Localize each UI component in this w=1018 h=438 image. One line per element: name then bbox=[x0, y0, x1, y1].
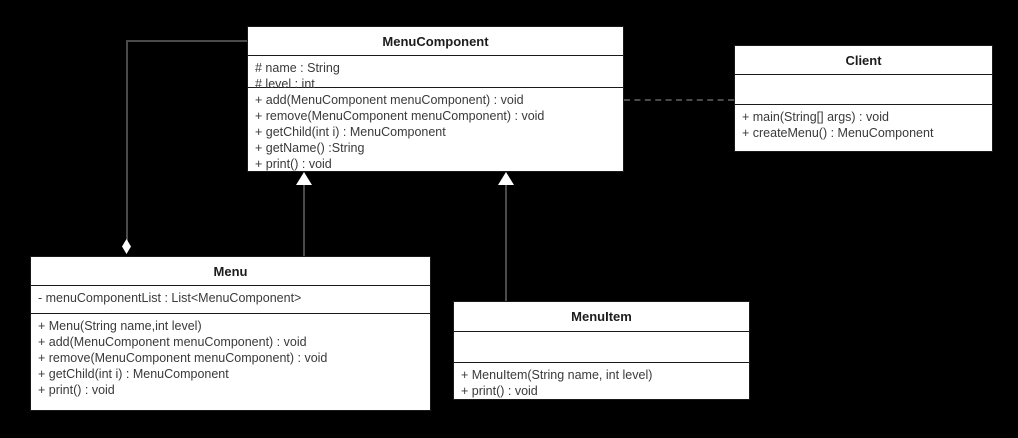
operation-row: + remove(MenuComponent menuComponent) : … bbox=[255, 109, 545, 123]
class-attributes-menu: - menuComponentList : List<MenuComponent… bbox=[31, 286, 430, 314]
class-operations-menucomponent: + add(MenuComponent menuComponent) : voi… bbox=[248, 88, 623, 176]
generalization-line-menu bbox=[303, 178, 305, 256]
class-title-menuitem: MenuItem bbox=[454, 302, 749, 332]
operation-row: + print() : void bbox=[255, 157, 332, 171]
generalization-line-menuitem bbox=[505, 178, 507, 301]
aggregation-diamond-icon bbox=[122, 239, 131, 254]
operation-row: + createMenu() : MenuComponent bbox=[742, 126, 934, 140]
class-attributes-client bbox=[735, 75, 992, 105]
class-attributes-menucomponent: # name : String # level : int bbox=[248, 56, 623, 91]
class-box-menu[interactable]: Menu - menuComponentList : List<MenuComp… bbox=[30, 256, 431, 411]
operation-row: + MenuItem(String name, int level) bbox=[461, 368, 653, 382]
operation-row: + getChild(int i) : MenuComponent bbox=[38, 367, 229, 381]
operation-row: + getName() :String bbox=[255, 141, 365, 155]
operation-row: + add(MenuComponent menuComponent) : voi… bbox=[255, 93, 524, 107]
operation-row: + print() : void bbox=[461, 384, 538, 398]
operation-row: + add(MenuComponent menuComponent) : voi… bbox=[38, 335, 307, 349]
generalization-arrowhead-menu bbox=[296, 172, 312, 185]
class-box-menucomponent[interactable]: MenuComponent # name : String # level : … bbox=[247, 26, 624, 172]
operation-row: + Menu(String name,int level) bbox=[38, 319, 202, 333]
attribute-row: - menuComponentList : List<MenuComponent… bbox=[38, 291, 302, 305]
class-title-menu: Menu bbox=[31, 257, 430, 286]
class-box-client[interactable]: Client + main(String[] args) : void + cr… bbox=[734, 45, 993, 152]
attribute-row: # level : int bbox=[255, 77, 315, 91]
dependency-line-client bbox=[624, 99, 734, 101]
operation-row: + remove(MenuComponent menuComponent) : … bbox=[38, 351, 328, 365]
class-operations-menu: + Menu(String name,int level) + add(Menu… bbox=[31, 314, 430, 402]
class-attributes-menuitem bbox=[454, 332, 749, 363]
attribute-row: # name : String bbox=[255, 61, 340, 75]
aggregation-line-horizontal bbox=[126, 40, 247, 42]
aggregation-line-vertical bbox=[126, 40, 128, 243]
operation-row: + print() : void bbox=[38, 383, 115, 397]
operation-row: + main(String[] args) : void bbox=[742, 110, 889, 124]
class-title-client: Client bbox=[735, 46, 992, 75]
class-operations-client: + main(String[] args) : void + createMen… bbox=[735, 105, 992, 145]
class-box-menuitem[interactable]: MenuItem + MenuItem(String name, int lev… bbox=[453, 301, 750, 400]
generalization-arrowhead-menuitem bbox=[498, 172, 514, 185]
operation-row: + getChild(int i) : MenuComponent bbox=[255, 125, 446, 139]
class-title-menucomponent: MenuComponent bbox=[248, 27, 623, 56]
class-operations-menuitem: + MenuItem(String name, int level) + pri… bbox=[454, 363, 749, 403]
